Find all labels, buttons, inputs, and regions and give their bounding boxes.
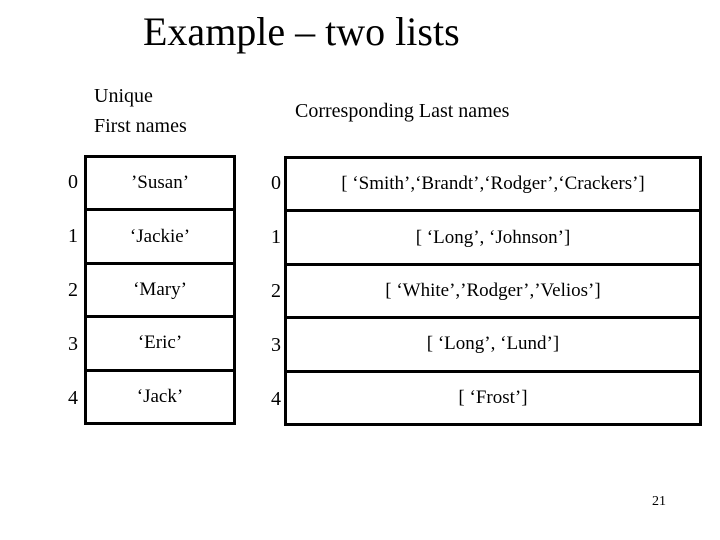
list-cell: ‘Mary’ bbox=[87, 265, 233, 319]
slide-title: Example – two lists bbox=[143, 9, 460, 54]
last-names-header: Corresponding Last names bbox=[295, 100, 510, 122]
index-label: 3 bbox=[68, 332, 78, 355]
index-label: 2 bbox=[68, 278, 78, 301]
last-names-list: 0 1 2 3 4 [ ‘Smith’,‘Brandt’,‘Rodger’,‘Crack… bbox=[258, 156, 702, 426]
list-cell: [ ‘White’,’Rodger’,’Velios’] bbox=[287, 266, 699, 320]
list-cell: [ ‘Frost’] bbox=[458, 386, 528, 408]
first-names-box: ’Susan’‘Jackie’‘Mary’‘Eric’ ‘Jack’ bbox=[84, 155, 236, 425]
last-names-box: [ ‘Smith’,‘Brandt’,‘Rodger’,‘Crackers’][… bbox=[284, 156, 702, 426]
list-cell: ’Susan’ bbox=[87, 158, 233, 212]
list-cell: ‘Eric’ bbox=[87, 318, 233, 372]
list-cell: [ ‘Smith’,‘Brandt’,‘Rodger’,‘Crackers’] bbox=[287, 159, 699, 213]
last-names-index-column: 0 1 2 3 4 bbox=[258, 156, 284, 426]
list-cell: ‘Jackie’ bbox=[87, 211, 233, 265]
index-label: 4 bbox=[68, 386, 78, 409]
index-label: 1 bbox=[271, 225, 281, 248]
index-label: 2 bbox=[271, 279, 281, 302]
page-number: 21 bbox=[652, 494, 666, 509]
list-cell: [ ‘Long’, ‘Lund’] bbox=[287, 319, 699, 373]
index-label: 0 bbox=[68, 170, 78, 193]
list-cell: [ ‘Long’, ‘Johnson’] bbox=[287, 212, 699, 266]
index-label: 0 bbox=[271, 171, 281, 194]
index-label: 4 bbox=[271, 387, 281, 410]
list-cell: ‘Jack’ bbox=[136, 385, 184, 407]
index-label: 1 bbox=[68, 224, 78, 247]
first-names-list: 0 1 2 3 4 ’Susan’‘Jackie’‘Mary’‘Eric’ ‘Jack’ bbox=[58, 155, 236, 425]
first-names-header: Unique First names bbox=[94, 85, 187, 137]
index-label: 3 bbox=[271, 333, 281, 356]
first-names-index-column: 0 1 2 3 4 bbox=[58, 155, 84, 425]
